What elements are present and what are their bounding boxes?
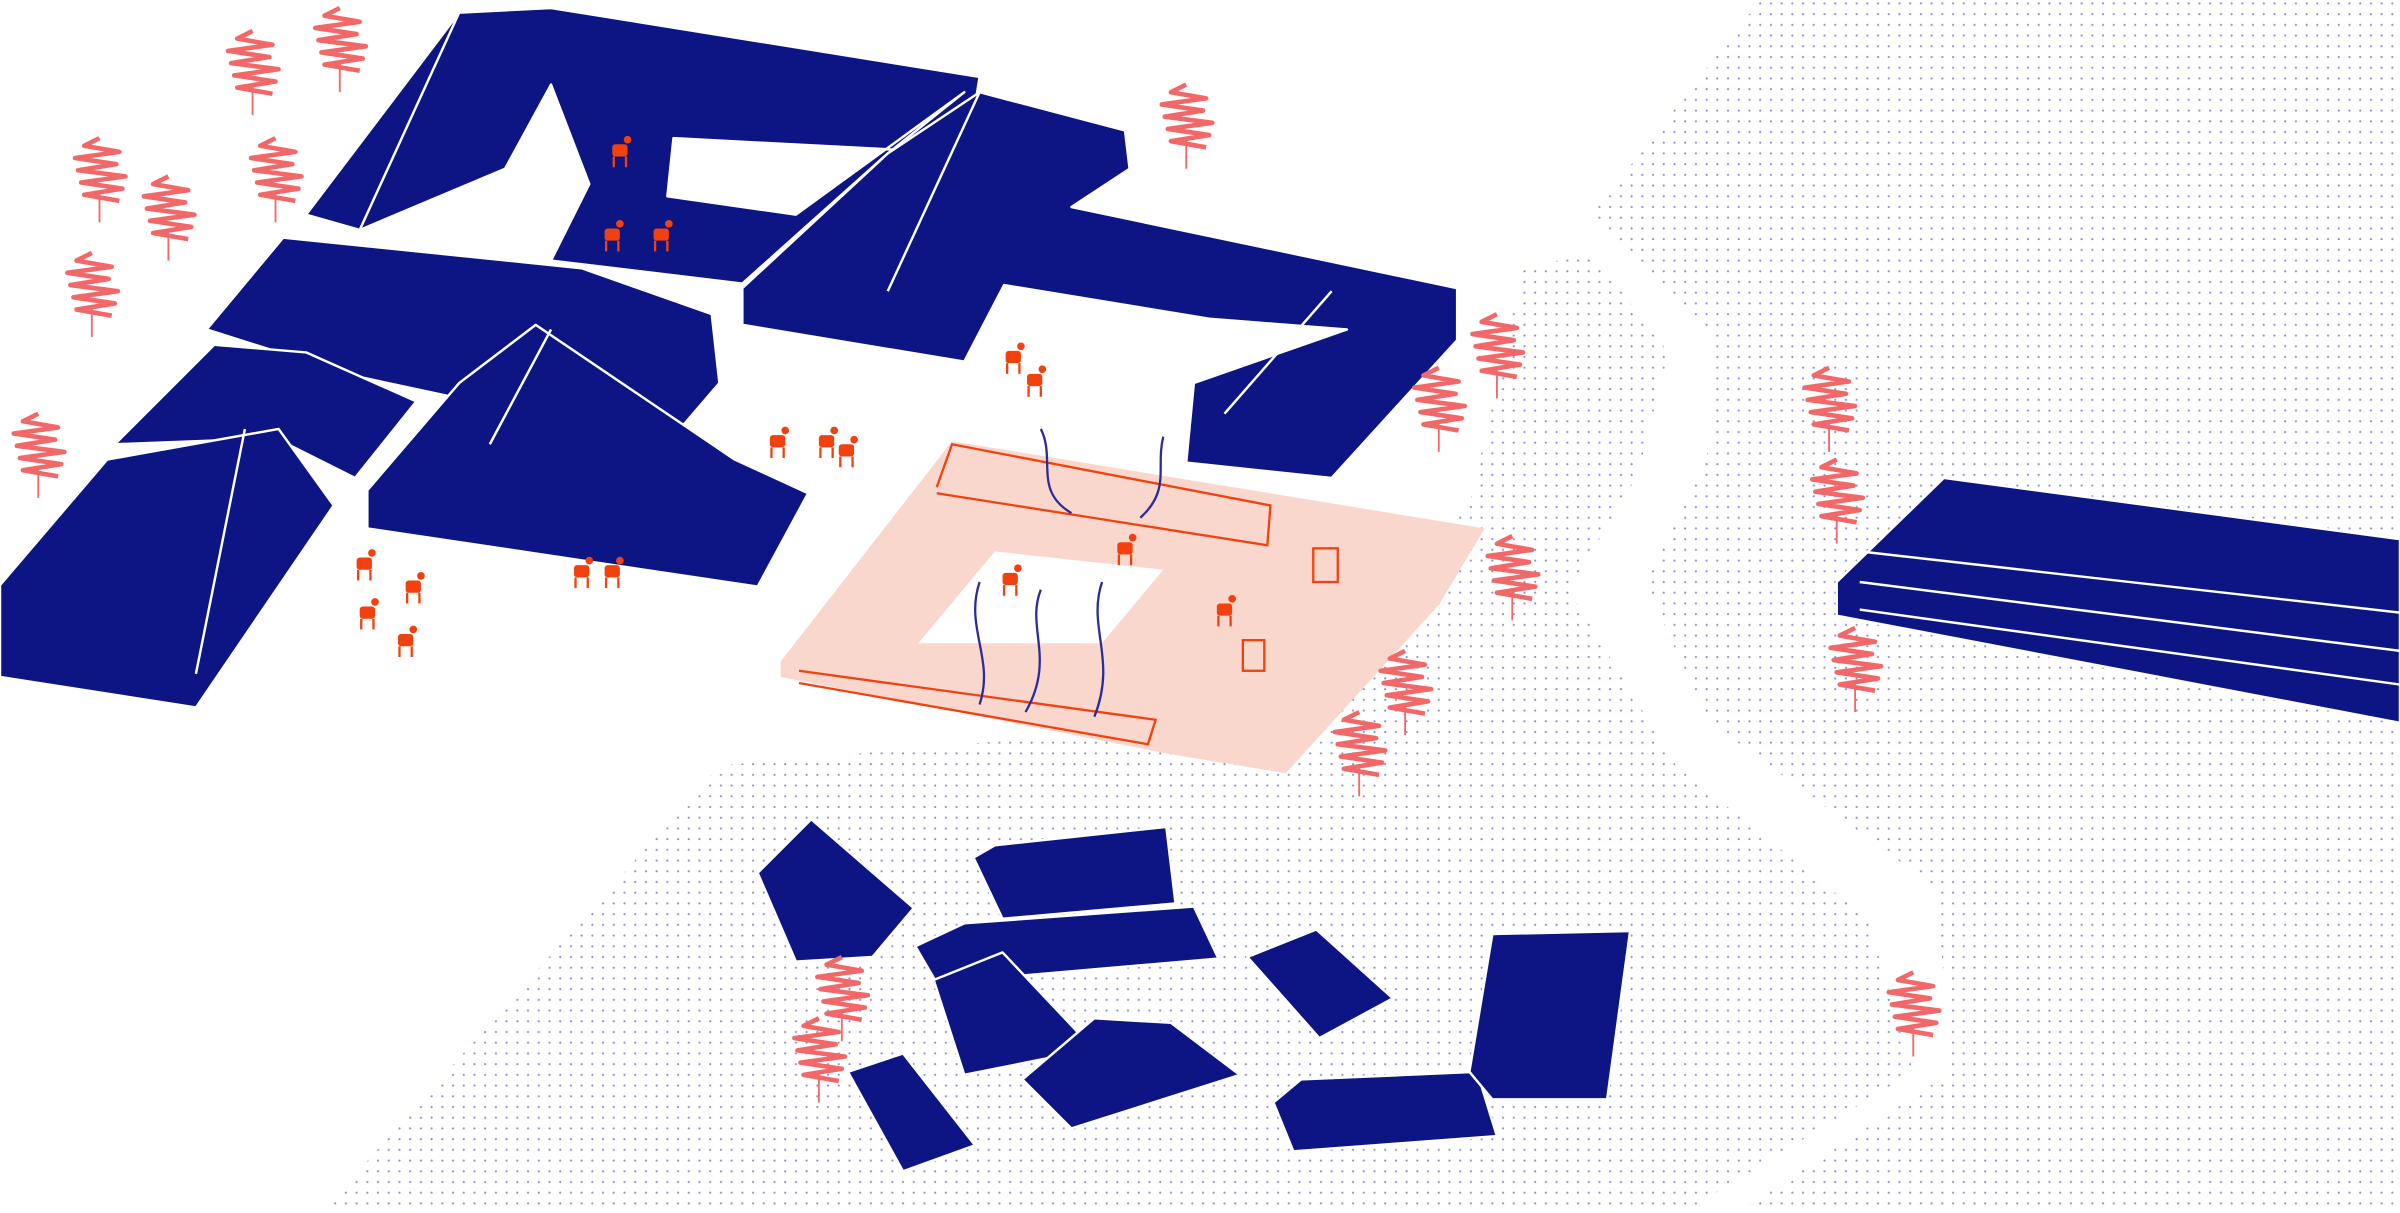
animal-icon <box>604 220 624 252</box>
animal-icon <box>1005 342 1025 374</box>
tree-icon <box>1828 625 1884 713</box>
animal-icon <box>1117 533 1137 566</box>
building <box>1835 476 2400 725</box>
building <box>756 818 915 963</box>
tree-icon <box>1802 365 1858 452</box>
trees <box>11 5 1942 1103</box>
animal-icon <box>818 426 839 459</box>
tree-icon <box>815 954 871 1042</box>
tree-icon <box>313 5 369 93</box>
roof-ridge-line <box>886 91 981 292</box>
tree-icon <box>141 174 197 261</box>
building <box>846 1052 977 1173</box>
animal-icon <box>1002 564 1022 596</box>
animal-icon <box>573 556 594 589</box>
tree-icon <box>1378 648 1434 736</box>
buildings <box>0 6 2400 1173</box>
animal-icon <box>769 426 790 459</box>
animal-icon <box>653 220 673 252</box>
building <box>0 427 335 709</box>
animal-icon <box>838 435 858 468</box>
courtyard-building <box>780 428 1485 774</box>
animal-icon <box>356 549 376 581</box>
roof-ridge-line <box>358 12 461 231</box>
tree-icon <box>1809 457 1866 544</box>
tree-icon <box>72 136 128 223</box>
roof-ridge-line <box>1859 580 2400 653</box>
building <box>366 323 810 588</box>
tree-icon <box>248 136 304 223</box>
tree-icon <box>65 250 121 338</box>
tree-icon <box>1332 710 1388 797</box>
roof-ridge-line <box>488 328 553 445</box>
building <box>1021 1017 1242 1130</box>
building <box>1272 1070 1499 1153</box>
figures <box>356 135 1236 658</box>
roof-ridge-line <box>1859 608 2400 686</box>
tree-icon <box>11 411 67 498</box>
tree-icon <box>225 28 281 116</box>
animal-icon <box>397 625 418 658</box>
building <box>1468 929 1632 1101</box>
building <box>741 90 1459 480</box>
animal-icon <box>604 556 624 589</box>
tree-icon <box>1470 312 1526 399</box>
tree-icon <box>1886 970 1942 1057</box>
roof-ridge-line <box>194 428 247 675</box>
building <box>972 825 1177 920</box>
tree-icon <box>792 1016 848 1103</box>
animal-icon <box>1216 595 1236 627</box>
tree-icon <box>1485 534 1541 621</box>
tree-icon <box>1411 365 1468 452</box>
animal-icon <box>405 572 425 604</box>
building <box>1246 928 1395 1040</box>
animal-icon <box>1027 365 1047 397</box>
animal-icon <box>612 135 632 168</box>
tree-icon <box>1159 82 1215 169</box>
roof-ridge-line <box>1223 290 1333 415</box>
roof-ridge-line <box>1859 550 2400 614</box>
animal-icon <box>359 598 379 630</box>
